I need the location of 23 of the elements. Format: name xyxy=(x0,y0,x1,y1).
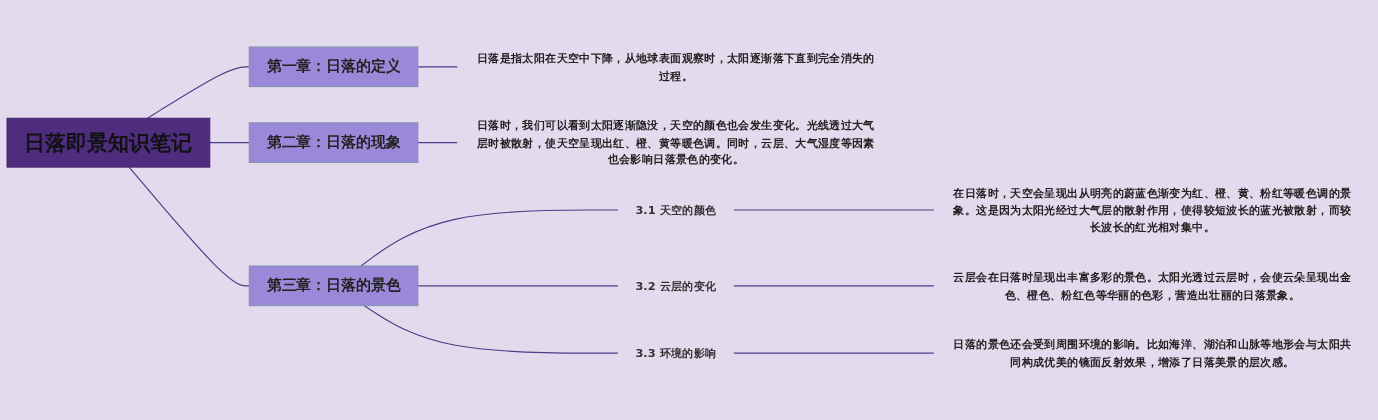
node-box: 日落即景知识笔记 xyxy=(6,117,211,168)
node-box: 第三章：日落的景色 xyxy=(248,265,419,307)
node-box: 第二章：日落的现象 xyxy=(248,122,419,163)
connector xyxy=(733,209,935,211)
node-text: 3.2 云层的变化 xyxy=(635,279,717,293)
node-text: 日落是指太阳在天空中下降，从地球表面观察时，太阳逐渐落下直到完全消失的过程。 xyxy=(476,51,875,82)
connector xyxy=(417,285,619,287)
connector xyxy=(733,285,935,287)
connector xyxy=(360,209,619,267)
connector xyxy=(363,305,619,354)
connector xyxy=(128,166,250,287)
node-text: 日落时，我们可以看到太阳逐渐隐没，天空的颜色也会发生变化。光线透过大气层时被散射，使天空呈现出红、橙、黄等暖色调。同时，云层、大气湿度等因素也会影响日落景色的变化。 xyxy=(476,118,875,167)
connector xyxy=(417,66,458,68)
connector xyxy=(733,352,935,354)
node-text: 日落的景色还会受到周围环境的影响。比如海洋、湖泊和山脉等地形会与太阳共同构成优美的镜面反射效果，增添了日落美景的层次感。 xyxy=(953,337,1352,369)
connector xyxy=(209,142,250,144)
node-text: 云层会在日落时呈现出丰富多彩的景色。太阳光透过云层时，会使云朵呈现出金色、橙色、粉红色等华丽的色彩，营造出壮丽的日落景象。 xyxy=(953,270,1352,301)
connector xyxy=(417,142,458,144)
node-text: 3.1 天空的颜色 xyxy=(635,203,717,217)
node-box: 第一章：日落的定义 xyxy=(248,46,419,88)
node-text: 3.3 环境的影响 xyxy=(635,346,717,360)
connector xyxy=(146,66,250,119)
node-text: 在日落时，天空会呈现出从明亮的蔚蓝色渐变为红、橙、黄、粉红等暖色调的景象。这是因为太阳光经过大气层的散射作用，使得较短波长的蓝光被散射，而较长波长的红光相对集中。 xyxy=(953,186,1352,234)
